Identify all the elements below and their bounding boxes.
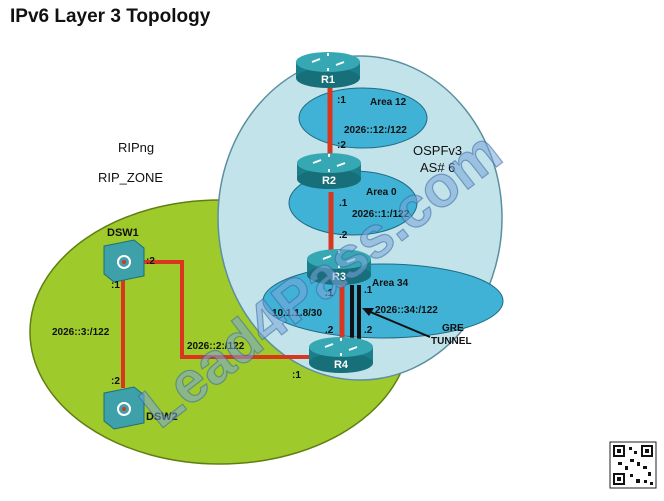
router-r4[interactable]: R4: [309, 337, 373, 373]
router-r2-label: R2: [322, 175, 336, 187]
area12-subnet: 2026::12:/122: [344, 125, 407, 136]
r2-r3-label-a: .1: [339, 198, 348, 209]
qr-code: [609, 441, 657, 489]
rip-zone-label: RIP_ZONE: [98, 170, 163, 185]
area-12: [298, 87, 428, 149]
router-r2[interactable]: R2: [297, 153, 361, 189]
dsw1-dsw2-label-b: :2: [111, 376, 120, 387]
r3-r4-right-label-b: .2: [364, 325, 373, 336]
router-r1-label: R1: [321, 74, 335, 86]
switch-dsw2[interactable]: [103, 386, 145, 430]
router-r3[interactable]: R3: [307, 249, 371, 285]
switch-dsw1[interactable]: [103, 239, 145, 283]
dsw1-r4-subnet: 2026::2:/122: [187, 341, 245, 352]
gre-label-line1: GRE: [442, 323, 464, 334]
area0-subnet: 2026::1:/122: [352, 209, 410, 220]
dsw1-dsw2-subnet: 2026::3:/122: [52, 327, 110, 338]
rip-name-label: RIPng: [118, 140, 154, 155]
ospf-as-label: AS# 6: [420, 160, 455, 175]
r1-r2-label-b: :2: [337, 140, 346, 151]
dsw1-label: DSW1: [107, 227, 139, 239]
dsw1-r4-label-b: :1: [292, 370, 301, 381]
area34-ipv4: 10.1.1.8/30: [272, 308, 322, 319]
r3-r4-right-label-a: .1: [364, 285, 373, 296]
area0-name: Area 0: [366, 187, 397, 198]
gre-arrowhead: [362, 308, 374, 316]
ospf-name-label: OSPFv3: [413, 143, 462, 158]
router-r4-label: R4: [334, 359, 349, 371]
r3-r4-left-label-a: .1: [325, 288, 334, 299]
diagram-title: IPv6 Layer 3 Topology: [10, 6, 211, 27]
area34-name: Area 34: [372, 278, 409, 289]
area12-name: Area 12: [370, 97, 407, 108]
router-r1[interactable]: R1: [296, 52, 360, 88]
dsw2-label: DSW2: [146, 411, 178, 423]
link-dsw1-r4: [140, 260, 314, 359]
r2-r3-label-b: .2: [339, 230, 348, 241]
area34-subnet: 2026::34:/122: [375, 305, 438, 316]
r3-r4-left-label-b: .2: [325, 325, 334, 336]
dsw1-r4-label-a: :2: [146, 256, 155, 267]
gre-label-line2: TUNNEL: [431, 336, 472, 347]
dsw1-dsw2-label-a: :1: [111, 280, 120, 291]
gre-arrow: [367, 310, 431, 338]
r1-r2-label-a: :1: [337, 95, 346, 106]
router-r3-label: R3: [332, 271, 346, 283]
